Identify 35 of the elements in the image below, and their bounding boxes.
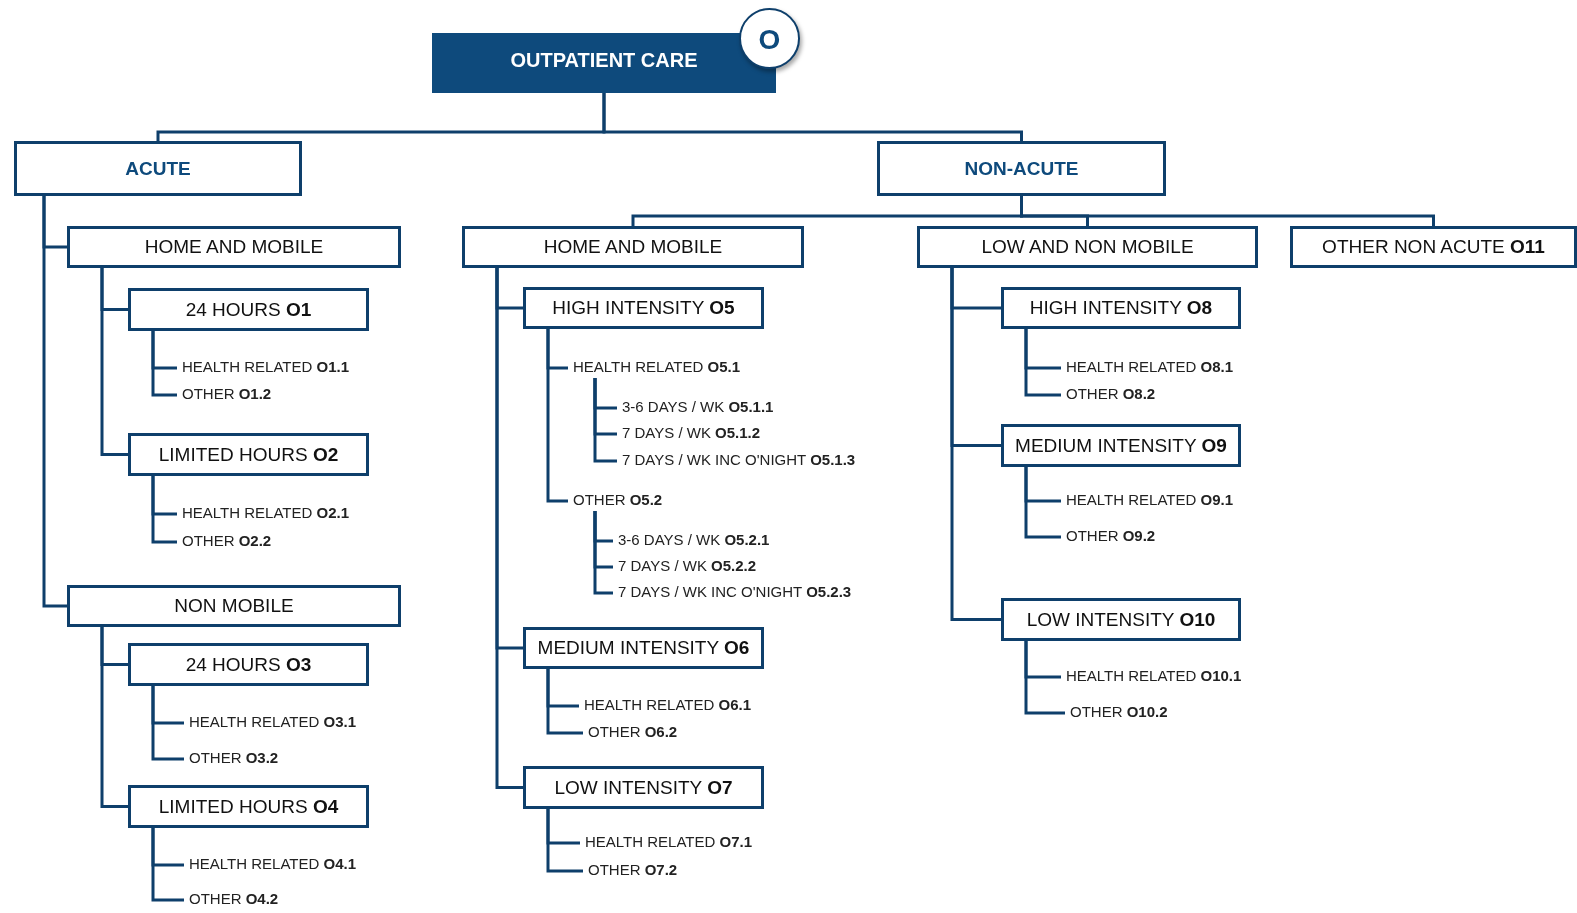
category-box: LOW INTENSITY O7 <box>523 766 764 809</box>
connector-line <box>151 686 184 761</box>
connector-line <box>1024 641 1065 715</box>
connector-line <box>602 93 1023 141</box>
connector-line <box>151 331 177 397</box>
connector-line <box>546 669 583 735</box>
category-box: MEDIUM INTENSITY O9 <box>1001 424 1241 467</box>
connector-line <box>151 828 184 902</box>
category-box: 24 HOURS O1 <box>128 288 369 331</box>
category-box: LOW INTENSITY O10 <box>1001 598 1241 641</box>
letter-badge: O <box>739 8 800 69</box>
connector-line <box>100 627 128 808</box>
category-box: 24 HOURS O3 <box>128 643 369 686</box>
category-box: LOW AND NON MOBILE <box>917 226 1258 268</box>
category-box: HIGH INTENSITY O8 <box>1001 287 1241 329</box>
category-box: ACUTE <box>14 141 302 196</box>
connector-line <box>1024 467 1061 539</box>
connector-line <box>1020 196 1435 226</box>
connector-line <box>950 268 1001 621</box>
connector-line <box>100 268 128 456</box>
connector-line <box>151 476 177 544</box>
category-box: HOME AND MOBILE <box>67 226 401 268</box>
category-box: NON MOBILE <box>67 585 401 627</box>
category-box: LIMITED HOURS O4 <box>128 785 369 828</box>
connector-line <box>1024 329 1061 397</box>
connector-line <box>546 329 568 503</box>
connector-line <box>42 196 67 608</box>
category-box: OTHER NON ACUTE O11 <box>1290 226 1577 268</box>
category-box: LIMITED HOURS O2 <box>128 433 369 476</box>
connector-line <box>546 809 583 873</box>
connector-line <box>495 268 523 789</box>
category-box: MEDIUM INTENSITY O6 <box>523 627 764 669</box>
category-box: HIGH INTENSITY O5 <box>523 287 764 329</box>
category-box: NON-ACUTE <box>877 141 1166 196</box>
category-box: HOME AND MOBILE <box>462 226 804 268</box>
